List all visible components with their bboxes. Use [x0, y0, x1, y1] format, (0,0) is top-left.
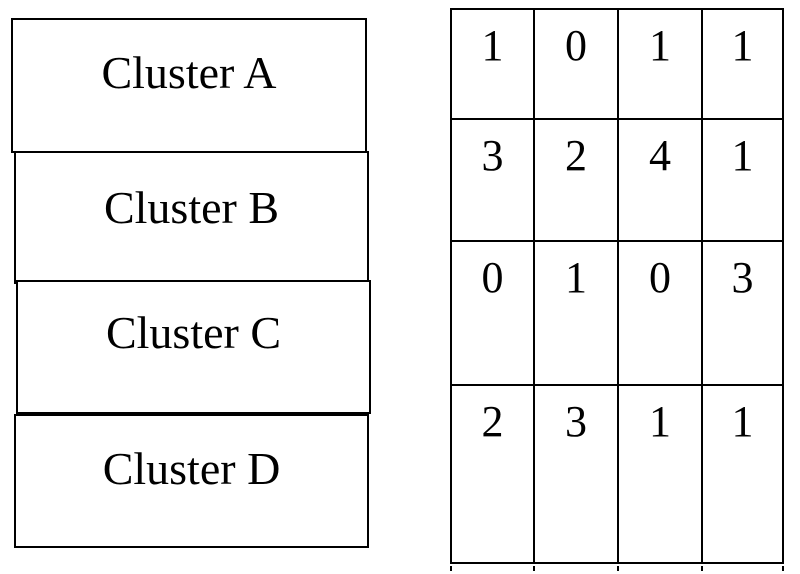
cluster-label: Cluster B: [103, 182, 280, 233]
bottom-tick-mark: [701, 566, 703, 571]
matrix-cell: 1: [619, 10, 703, 120]
bottom-tick-mark: [617, 566, 619, 571]
matrix-cell: 4: [619, 120, 703, 242]
cluster-box-c: Cluster C: [16, 280, 371, 414]
bottom-tick-mark: [450, 566, 452, 571]
matrix-cell: 1: [452, 10, 535, 120]
matrix-cell: 1: [731, 397, 754, 446]
cluster-box-d: Cluster D: [14, 414, 369, 548]
bottom-tick-mark: [782, 566, 784, 571]
matrix-cell: 0: [535, 10, 619, 120]
matrix-cell: 0: [452, 242, 535, 386]
cluster-label: Cluster A: [101, 47, 277, 98]
matrix-cell: 2: [452, 386, 535, 562]
count-matrix: 1 0 1 1 3 2 4 1 0 1 0 3 2 3 1 1: [450, 8, 784, 564]
matrix-cell: 3: [535, 386, 619, 562]
matrix-cell: 3: [703, 242, 782, 386]
matrix-cell: 1: [535, 242, 619, 386]
matrix-cell: 0: [619, 242, 703, 386]
matrix-cell: 2: [535, 120, 619, 242]
matrix-cell: 1: [619, 386, 703, 562]
bottom-tick-mark: [533, 566, 535, 571]
cluster-box-a: Cluster A: [11, 18, 367, 153]
matrix-cell: 1: [703, 10, 782, 120]
cluster-label: Cluster D: [102, 443, 281, 494]
cluster-label: Cluster C: [105, 307, 282, 358]
matrix-cell: 3: [452, 120, 535, 242]
cluster-box-b: Cluster B: [14, 151, 369, 284]
matrix-cell: 1: [703, 120, 782, 242]
